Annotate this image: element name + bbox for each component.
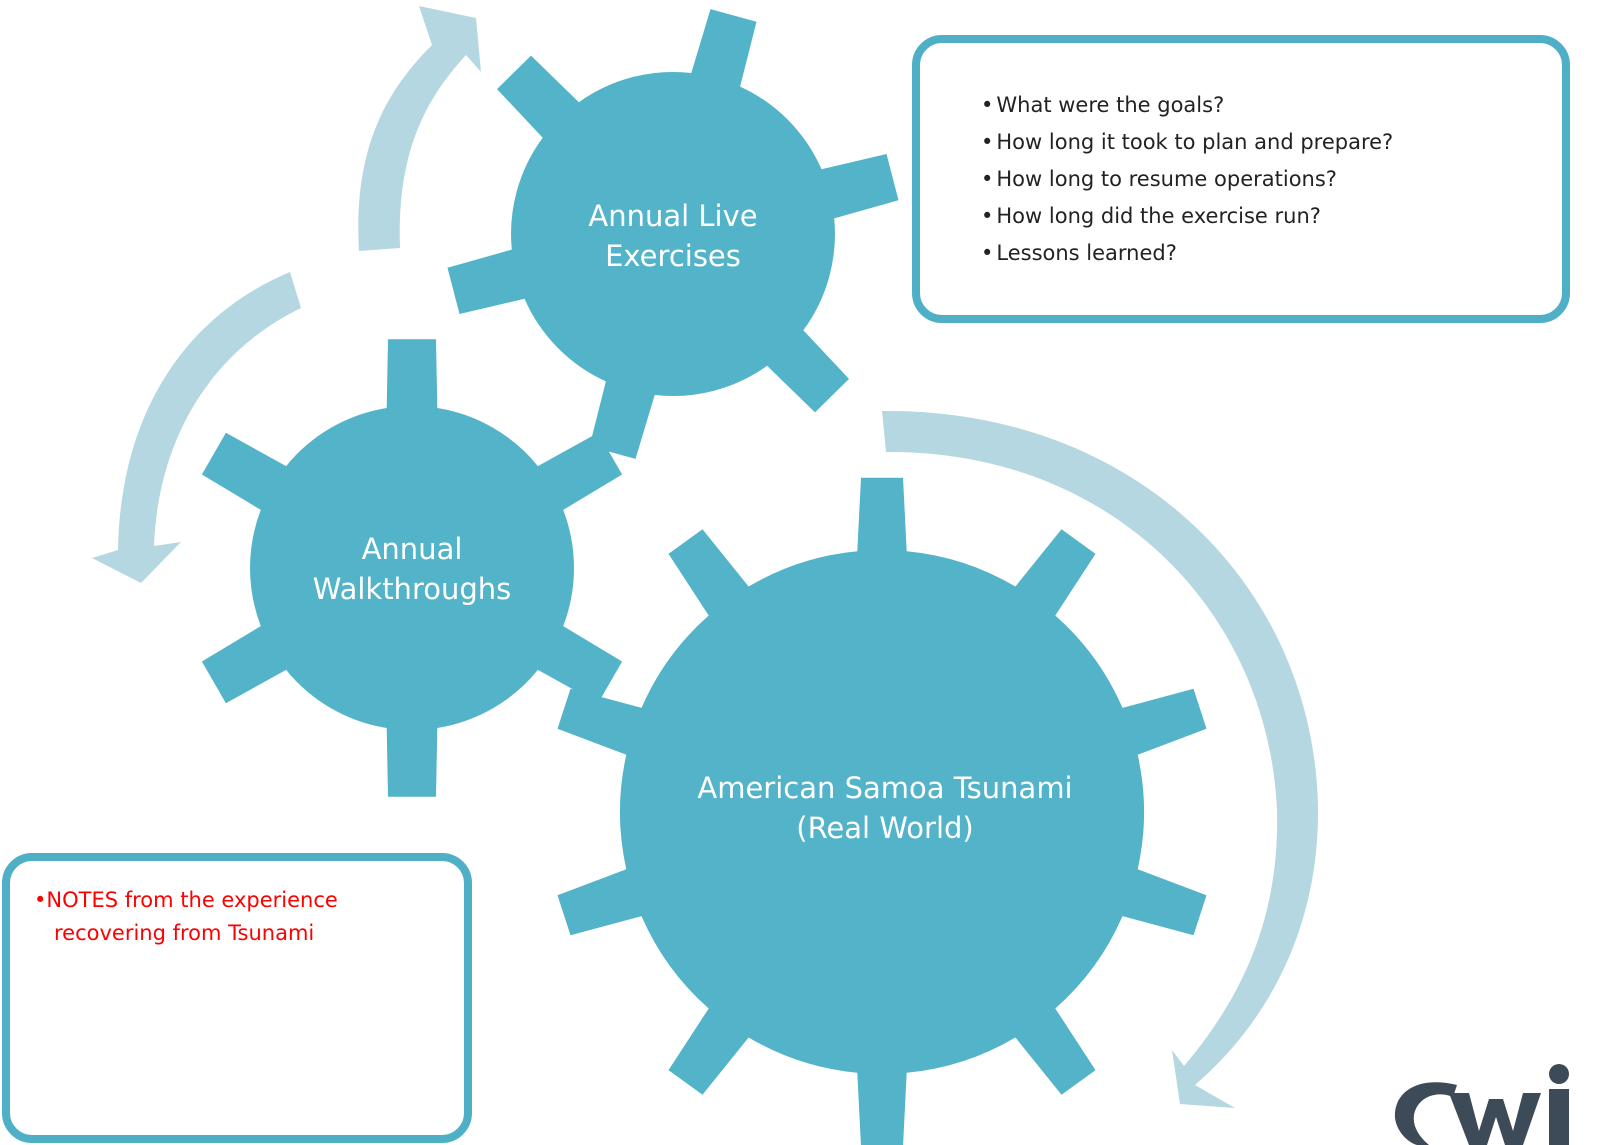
gear-label-line: American Samoa Tsunami bbox=[697, 771, 1073, 805]
gear-label-line: Annual bbox=[361, 532, 463, 566]
question-item: •How long to resume operations? bbox=[981, 161, 1562, 198]
gear-label-walkthroughs: Annual Walkthroughs bbox=[292, 529, 532, 609]
logo-swirl bbox=[1394, 1082, 1457, 1145]
gear-label-line: Annual Live bbox=[588, 199, 758, 233]
bullet: • bbox=[34, 888, 47, 912]
logo-letter-i-dot bbox=[1549, 1064, 1569, 1084]
gear-label-line: (Real World) bbox=[796, 811, 974, 845]
logo-icon bbox=[1394, 1064, 1569, 1145]
gear-icon bbox=[201, 339, 623, 797]
arrow-to-tsunami-return bbox=[882, 410, 1319, 1108]
bullet: • bbox=[981, 204, 994, 228]
question-text: How long did the exercise run? bbox=[996, 204, 1321, 228]
question-text: How long it took to plan and prepare? bbox=[996, 130, 1394, 154]
gear-label-line: Walkthroughs bbox=[312, 572, 512, 606]
notes-line: •NOTES from the experience bbox=[34, 884, 464, 917]
question-text: Lessons learned? bbox=[996, 241, 1177, 265]
arrow-to-live-exercises bbox=[358, 6, 481, 251]
questions-list: •What were the goals? •How long it took … bbox=[981, 87, 1562, 272]
bullet: • bbox=[981, 167, 994, 191]
question-text: What were the goals? bbox=[996, 93, 1225, 117]
gear-shape bbox=[557, 477, 1207, 1145]
logo-letter-i bbox=[1549, 1089, 1569, 1145]
question-item: •How long it took to plan and prepare? bbox=[981, 124, 1562, 161]
gear-shape bbox=[201, 339, 623, 797]
notes-line-text: NOTES from the experience bbox=[46, 888, 338, 912]
notes-text: •NOTES from the experience recovering fr… bbox=[34, 884, 464, 950]
gear-icon bbox=[557, 477, 1207, 1145]
questions-box: •What were the goals? •How long it took … bbox=[912, 35, 1570, 323]
question-text: How long to resume operations? bbox=[996, 167, 1337, 191]
notes-box: •NOTES from the experience recovering fr… bbox=[2, 853, 472, 1143]
gear-icon bbox=[447, 9, 899, 459]
bullet: • bbox=[981, 241, 994, 265]
gear-label-tsunami: American Samoa Tsunami (Real World) bbox=[650, 768, 1120, 848]
arrow-to-walkthroughs bbox=[92, 272, 301, 583]
question-item: •Lessons learned? bbox=[981, 235, 1562, 272]
bullet: • bbox=[981, 130, 994, 154]
gear-shape bbox=[447, 9, 899, 459]
notes-line: recovering from Tsunami bbox=[54, 921, 315, 945]
gear-label-live-exercises: Annual Live Exercises bbox=[553, 196, 793, 276]
bullet: • bbox=[981, 93, 994, 117]
question-item: •How long did the exercise run? bbox=[981, 198, 1562, 235]
question-item: •What were the goals? bbox=[981, 87, 1562, 124]
gear-label-line: Exercises bbox=[605, 239, 741, 273]
logo-letter-w bbox=[1449, 1093, 1541, 1145]
